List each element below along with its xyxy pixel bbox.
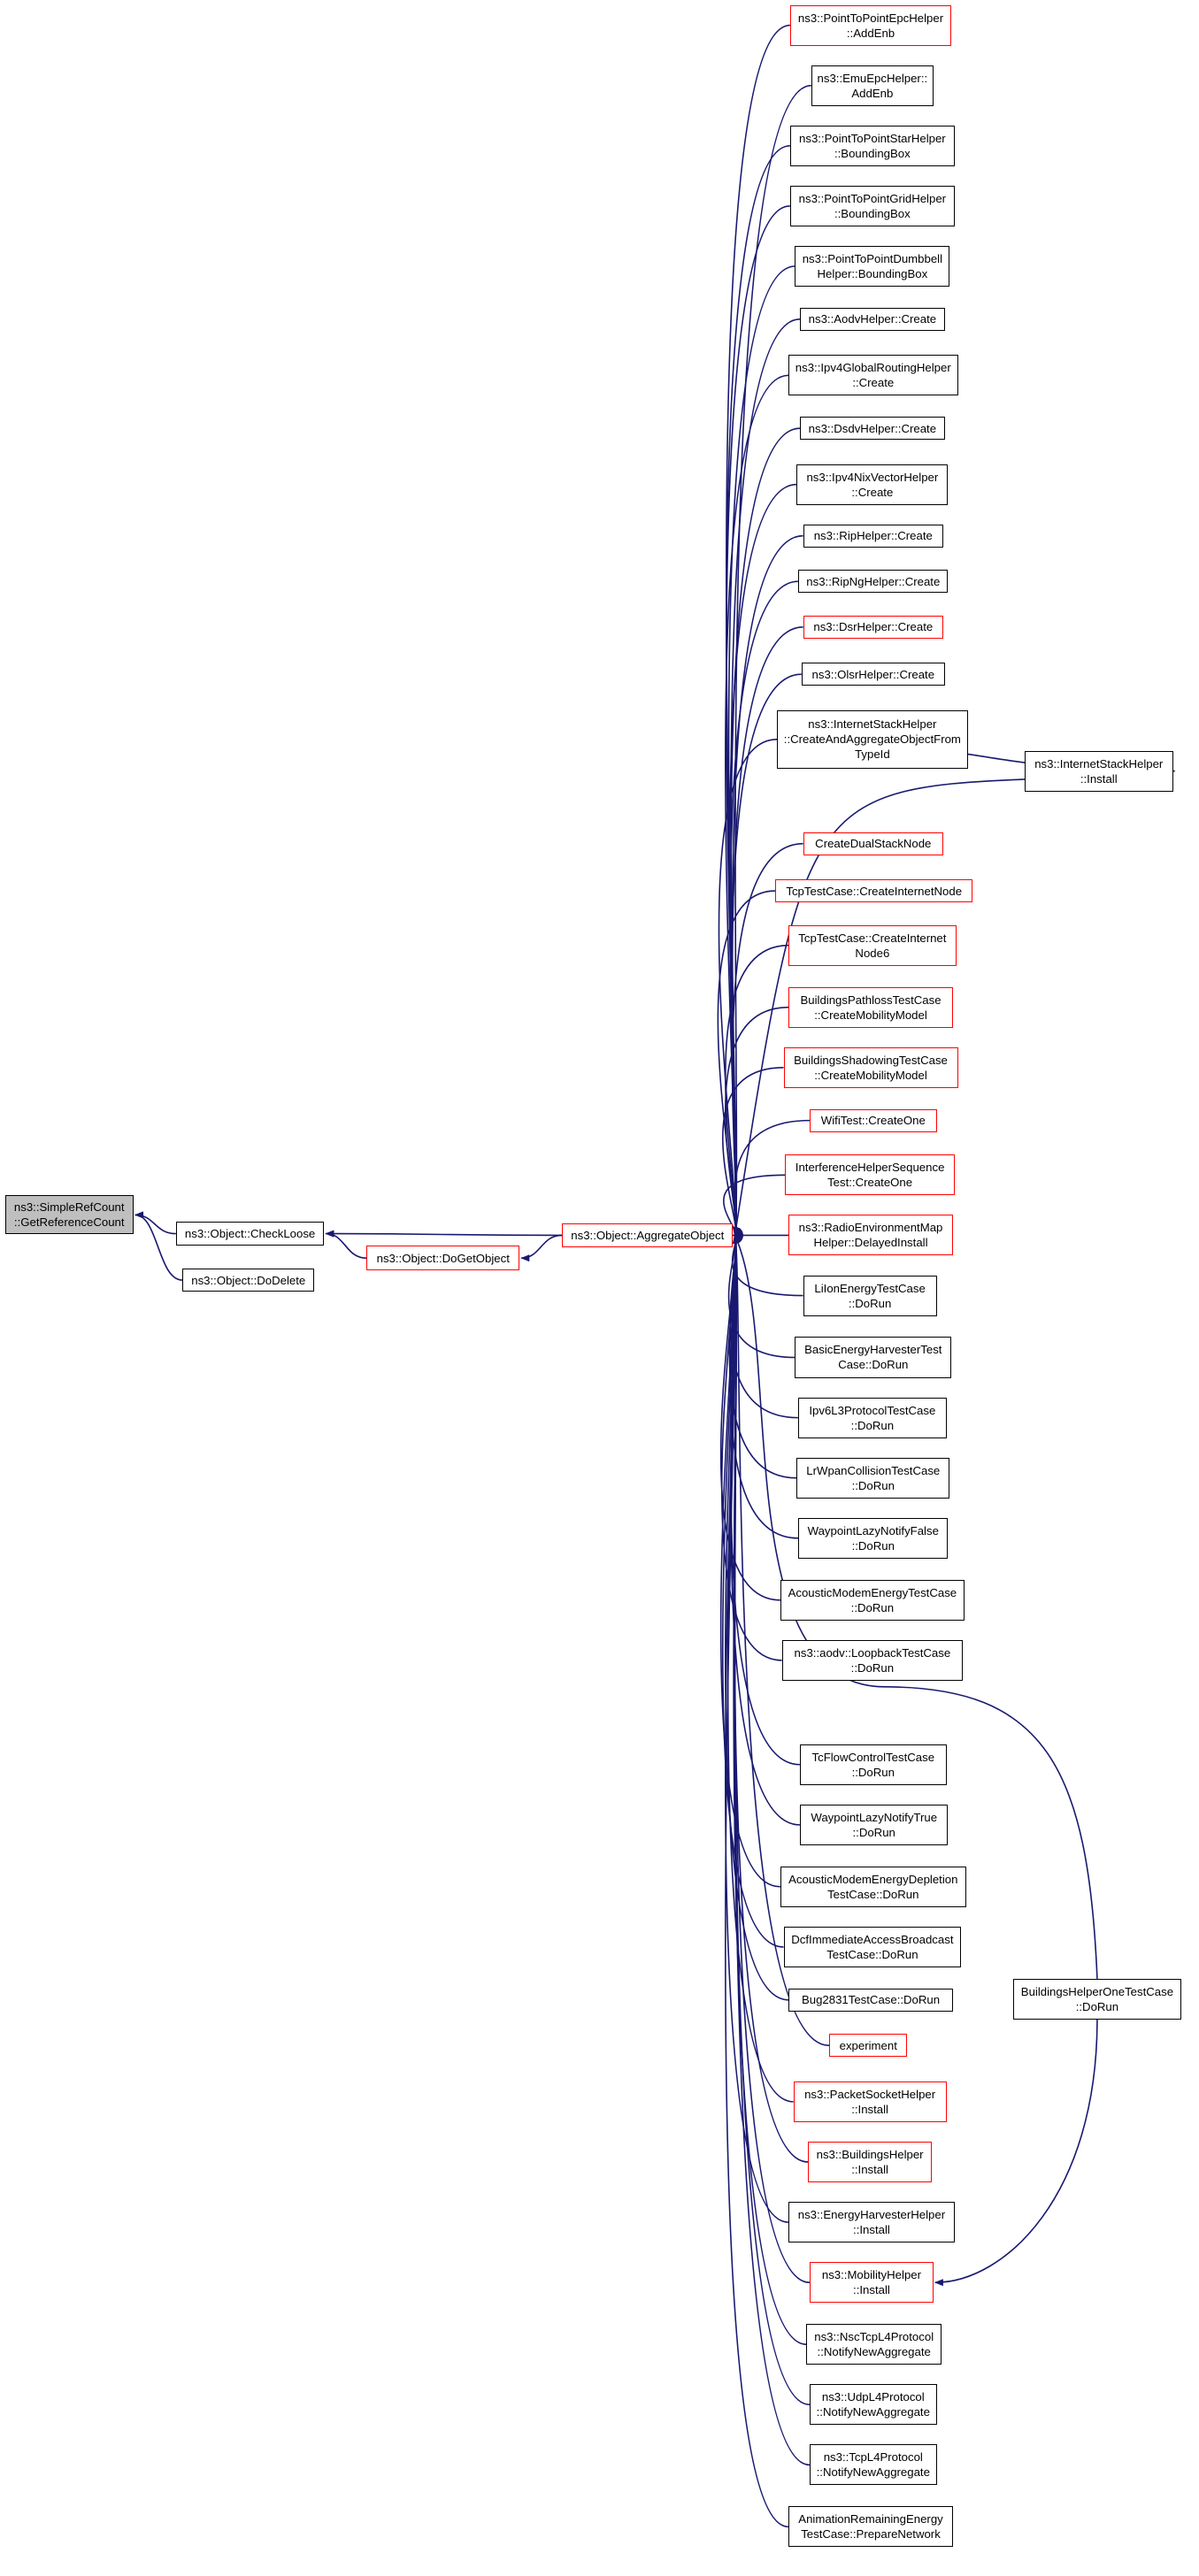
- edge-dodelete-to-root: [134, 1211, 183, 1281]
- node-n09[interactable]: ns3::Ipv4NixVectorHelper ::Create: [796, 464, 949, 505]
- node-n23[interactable]: LiIonEnergyTestCase ::DoRun: [803, 1275, 937, 1316]
- node-n37[interactable]: ns3::BuildingsHelper ::Install: [808, 2141, 933, 2182]
- edge-n42-to-aggregate: [732, 1234, 811, 2466]
- node-n41[interactable]: ns3::UdpL4Protocol ::NotifyNewAggregate: [809, 2384, 937, 2426]
- node-n03[interactable]: ns3::PointToPointStarHelper ::BoundingBo…: [789, 125, 955, 166]
- node-n36[interactable]: ns3::PacketSocketHelper ::Install: [793, 2081, 947, 2122]
- edge-n40-to-aggregate: [733, 1234, 807, 2345]
- edge-n16-to-aggregate: [717, 890, 776, 1237]
- node-bhotc[interactable]: BuildingsHelperOneTestCase ::DoRun: [1013, 1978, 1181, 2020]
- node-n20[interactable]: WifiTest::CreateOne: [809, 1108, 937, 1132]
- node-n43[interactable]: AnimationRemainingEnergy TestCase::Prepa…: [788, 2506, 953, 2548]
- edge-aggregate-to-dogetobject: [520, 1234, 563, 1262]
- node-n18[interactable]: BuildingsPathlossTestCase ::CreateMobili…: [788, 986, 953, 1028]
- node-n02[interactable]: ns3::EmuEpcHelper:: AddEnb: [811, 65, 934, 106]
- node-dodelete[interactable]: ns3::Object::DoDelete: [182, 1269, 315, 1292]
- edge-aggregate-to-checkloose: [325, 1230, 563, 1238]
- node-n21[interactable]: InterferenceHelperSequence Test::CreateO…: [785, 1154, 955, 1196]
- node-ish_install[interactable]: ns3::InternetStackHelper ::Install: [1025, 750, 1173, 792]
- node-n24[interactable]: BasicEnergyHarvesterTest Case::DoRun: [795, 1337, 952, 1378]
- node-n27[interactable]: WaypointLazyNotifyFalse ::DoRun: [798, 1517, 949, 1559]
- node-n35[interactable]: experiment: [829, 2034, 908, 2058]
- edge-n08-to-aggregate: [730, 427, 800, 1237]
- node-n34[interactable]: Bug2831TestCase::DoRun: [788, 1988, 953, 2012]
- node-n42[interactable]: ns3::TcpL4Protocol ::NotifyNewAggregate: [809, 2444, 937, 2486]
- node-n30[interactable]: TcFlowControlTestCase ::DoRun: [799, 1744, 947, 1785]
- node-n29[interactable]: ns3::aodv::LoopbackTestCase ::DoRun: [781, 1639, 964, 1681]
- root-node: ns3::SimpleRefCount ::GetReferenceCount: [4, 1195, 134, 1235]
- node-n10[interactable]: ns3::RipHelper::Create: [803, 524, 943, 548]
- node-aggregate[interactable]: ns3::Object::AggregateObject: [562, 1223, 734, 1248]
- edge-n14-to-aggregate: [718, 739, 778, 1237]
- node-n17[interactable]: TcpTestCase::CreateInternet Node6: [788, 924, 957, 966]
- node-n32[interactable]: AcousticModemEnergyDepletion TestCase::D…: [780, 1866, 966, 1907]
- node-n31[interactable]: WaypointLazyNotifyTrue ::DoRun: [799, 1804, 949, 1845]
- node-n06[interactable]: ns3::AodvHelper::Create: [799, 307, 945, 331]
- edge-checkloose-to-root: [134, 1211, 176, 1235]
- node-n13[interactable]: ns3::OlsrHelper::Create: [801, 663, 945, 686]
- node-n25[interactable]: Ipv6L3ProtocolTestCase ::DoRun: [798, 1397, 947, 1438]
- node-n38[interactable]: ns3::EnergyHarvesterHelper ::Install: [788, 2202, 955, 2243]
- edge-bhotc-to-aggregate: [734, 1234, 1098, 1979]
- edge-n43-to-aggregate: [725, 1234, 789, 2528]
- edge-n25-to-aggregate: [729, 1234, 799, 1419]
- edge-n15-to-aggregate: [731, 842, 803, 1237]
- node-n19[interactable]: BuildingsShadowingTestCase ::CreateMobil…: [783, 1046, 958, 1088]
- node-n16[interactable]: TcpTestCase::CreateInternetNode: [775, 879, 973, 902]
- edge-dogetobject-to-checkloose: [325, 1230, 367, 1259]
- node-n08[interactable]: ns3::DsdvHelper::Create: [799, 417, 945, 441]
- node-n15[interactable]: CreateDualStackNode: [803, 832, 943, 855]
- node-n22[interactable]: ns3::RadioEnvironmentMap Helper::Delayed…: [788, 1215, 953, 1256]
- node-n11[interactable]: ns3::RipNgHelper::Create: [798, 570, 949, 594]
- node-n12[interactable]: ns3::DsrHelper::Create: [803, 615, 943, 639]
- node-n40[interactable]: ns3::NscTcpL4Protocol ::NotifyNewAggrega…: [806, 2324, 942, 2365]
- edge-n19-to-aggregate: [722, 1067, 784, 1237]
- node-n01[interactable]: ns3::PointToPointEpcHelper ::AddEnb: [789, 4, 952, 46]
- node-n26[interactable]: LrWpanCollisionTestCase ::DoRun: [796, 1457, 950, 1499]
- node-n28[interactable]: AcousticModemEnergyTestCase ::DoRun: [780, 1579, 965, 1621]
- node-n39[interactable]: ns3::MobilityHelper ::Install: [809, 2262, 934, 2304]
- node-n14[interactable]: ns3::InternetStackHelper ::CreateAndAggr…: [777, 709, 968, 769]
- node-dogetobject[interactable]: ns3::Object::DoGetObject: [366, 1246, 520, 1270]
- node-n05[interactable]: ns3::PointToPointDumbbell Helper::Boundi…: [795, 245, 950, 287]
- node-n04[interactable]: ns3::PointToPointGridHelper ::BoundingBo…: [789, 185, 955, 226]
- node-n07[interactable]: ns3::Ipv4GlobalRoutingHelper ::Create: [788, 355, 958, 396]
- node-n33[interactable]: DcfImmediateAccessBroadcast TestCase::Do…: [783, 1926, 962, 1967]
- node-checkloose[interactable]: ns3::Object::CheckLoose: [175, 1221, 325, 1246]
- edge-bhotc-to-n39: [934, 2019, 1098, 2287]
